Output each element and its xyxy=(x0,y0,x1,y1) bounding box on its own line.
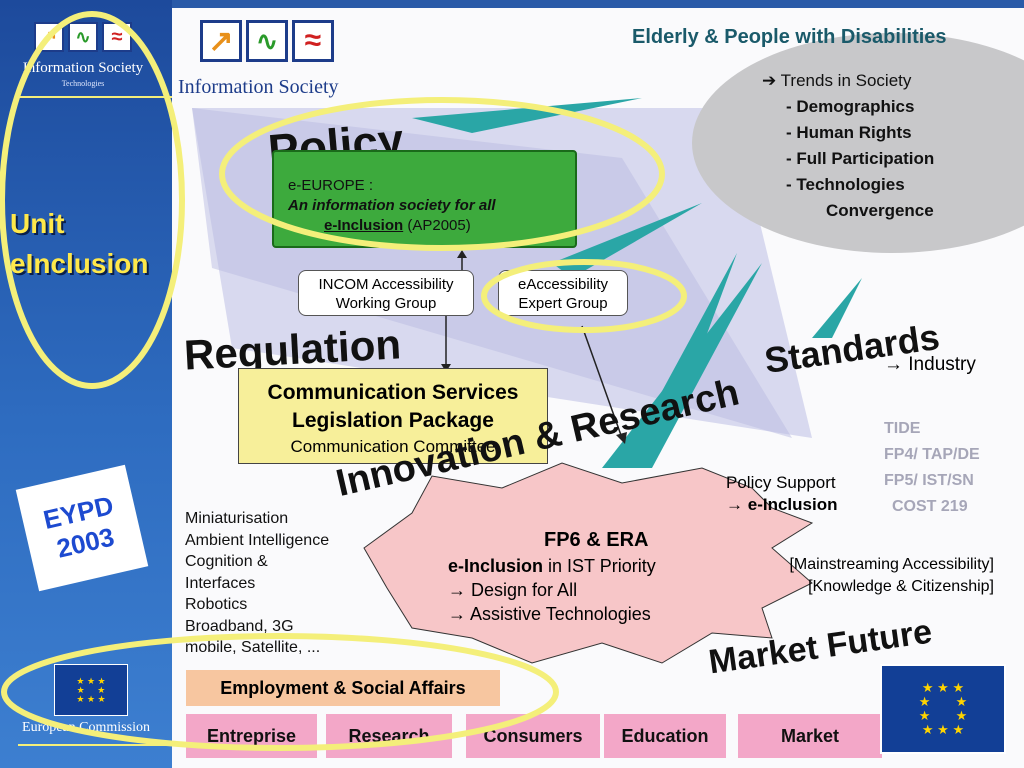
incom-line2: Working Group xyxy=(335,295,437,312)
unit-label: Unit xyxy=(10,208,65,239)
grey-cloud xyxy=(692,33,1024,253)
fp6-title: FP6 & ERA xyxy=(544,529,649,551)
sidebar-logo-subtitle: Technologies xyxy=(61,79,105,88)
ist-logo-large: ↗ ∿ ≈ xyxy=(200,20,334,62)
einclusion-label: eInclusion xyxy=(10,248,149,279)
header-logo-title: Information Society xyxy=(178,76,339,98)
arrow-right-icon: → xyxy=(448,604,471,624)
trend-item: - Demographics xyxy=(786,97,915,116)
eaccessibility-group-box: eAccessibility Expert Group xyxy=(498,270,628,316)
policy-line1: e-EUROPE : xyxy=(288,177,374,194)
research-box: Research xyxy=(326,714,452,758)
technology-item: Interfaces xyxy=(185,574,256,592)
policy-scroll: e-EUROPE : An information society for al… xyxy=(272,150,577,248)
enterprise-box: Entreprise xyxy=(186,714,317,758)
technology-item: Miniaturisation xyxy=(185,510,289,527)
fp6-block: FP6 & ERA e-Inclusion in IST Priority → … xyxy=(448,526,656,626)
policy-line3: e-Inclusion (AP2005) xyxy=(324,217,471,234)
fp6-line1: e-Inclusion in IST Priority xyxy=(448,556,656,576)
approx-icon: ≈ xyxy=(102,22,132,52)
arrow-right-icon: ➔ xyxy=(762,71,781,90)
arrow-up-icon: ↗ xyxy=(34,22,64,52)
arrowhead xyxy=(616,432,627,444)
standards-item: FP4/ TAP/DE xyxy=(884,446,980,463)
mainstream-line1: [Mainstreaming Accessibility] xyxy=(789,556,994,573)
approx-icon: ≈ xyxy=(292,20,334,62)
arrow-line xyxy=(581,325,623,439)
wave-icon: ∿ xyxy=(246,20,288,62)
technology-item: Robotics xyxy=(185,596,248,613)
standards-item: TIDE xyxy=(884,420,921,437)
technology-list: Miniaturisation Ambient Intelligence Cog… xyxy=(185,508,329,659)
incom-group-box: INCOM Accessibility Working Group xyxy=(298,270,474,316)
trends-heading: ➔ Trends in Society xyxy=(762,71,912,90)
sidebar-logo-title: Information Society xyxy=(22,60,144,76)
arrow-right-icon: → xyxy=(884,354,909,375)
consumers-box: Consumers xyxy=(466,714,600,758)
policy-support-einclusion: → e-Inclusion xyxy=(726,495,838,514)
eacc-line2: Expert Group xyxy=(518,295,608,312)
trend-item: - Technologies xyxy=(786,175,905,194)
standards-item: COST 219 xyxy=(892,498,968,515)
arrowhead xyxy=(457,250,467,258)
policy-line2: An information society for all xyxy=(288,197,496,214)
eu-flag-small: ★ ★ ★★ ★★ ★ ★ xyxy=(54,664,128,716)
trends-list: ➔ Trends in Society - Demographics - Hum… xyxy=(762,68,934,224)
policy-support: Policy Support → e-Inclusion xyxy=(726,472,837,516)
mainstream-line2: [Knowledge & Citizenship] xyxy=(808,578,994,595)
trend-item: Convergence xyxy=(826,201,934,220)
european-commission-label: European Commission xyxy=(22,720,150,735)
fp6-line2: → Design for All xyxy=(448,580,578,600)
standards-item: FP5/ IST/SN xyxy=(884,472,974,489)
standards-list: TIDE FP4/ TAP/DE FP5/ IST/SN COST 219 xyxy=(884,416,980,520)
teal-beam-5 xyxy=(812,278,862,338)
education-box: Education xyxy=(604,714,726,758)
sidebar-divider xyxy=(18,96,172,98)
eu-flag-large: ★ ★ ★★ ★★ ★★ ★ ★ xyxy=(880,664,1006,754)
arrow-up-icon: ↗ xyxy=(200,20,242,62)
trend-item: - Human Rights xyxy=(786,123,912,142)
ist-logo-small: ↗ ∿ ≈ xyxy=(34,22,132,52)
arrow-right-icon: → xyxy=(726,495,748,514)
slide-canvas: ↗ ∿ ≈ Information Society Elderly & Peop… xyxy=(172,8,1024,768)
technology-item: Ambient Intelligence xyxy=(185,531,330,549)
teal-beam-4 xyxy=(642,253,737,428)
industry-label: → Industry xyxy=(884,354,976,375)
trend-item: - Full Participation xyxy=(786,149,935,168)
technology-item: Cognition & xyxy=(185,553,268,570)
market-box: Market xyxy=(738,714,882,758)
sidebar: ↗ ∿ ≈ Information Society Technologies U… xyxy=(0,0,172,768)
technology-item: mobile, Satellite, ... xyxy=(185,639,321,656)
technology-item: Broadband, 3G xyxy=(185,617,294,635)
arrow-right-icon: → xyxy=(448,580,472,600)
regulation-banner: Communication Services Legislation Packa… xyxy=(238,368,548,464)
eypd-card: EYPD 2003 xyxy=(15,464,149,592)
incom-line1: INCOM Accessibility xyxy=(318,276,454,293)
regulation-line2: Legislation Package xyxy=(292,409,494,432)
regulation-line3: Communication Committee xyxy=(290,437,496,456)
policy-support-label: Policy Support xyxy=(726,473,836,492)
mainstreaming-block: [Mainstreaming Accessibility] [Knowledge… xyxy=(752,554,994,598)
eacc-line1: eAccessibility xyxy=(517,276,609,293)
fp6-line3: → Assistive Technologies xyxy=(448,604,651,624)
page-title: Elderly & People with Disabilities xyxy=(632,26,947,48)
regulation-line1: Communication Services xyxy=(267,381,519,404)
wave-icon: ∿ xyxy=(68,22,98,52)
employment-box: Employment & Social Affairs xyxy=(186,670,500,706)
sidebar-bottom-divider xyxy=(18,744,172,746)
